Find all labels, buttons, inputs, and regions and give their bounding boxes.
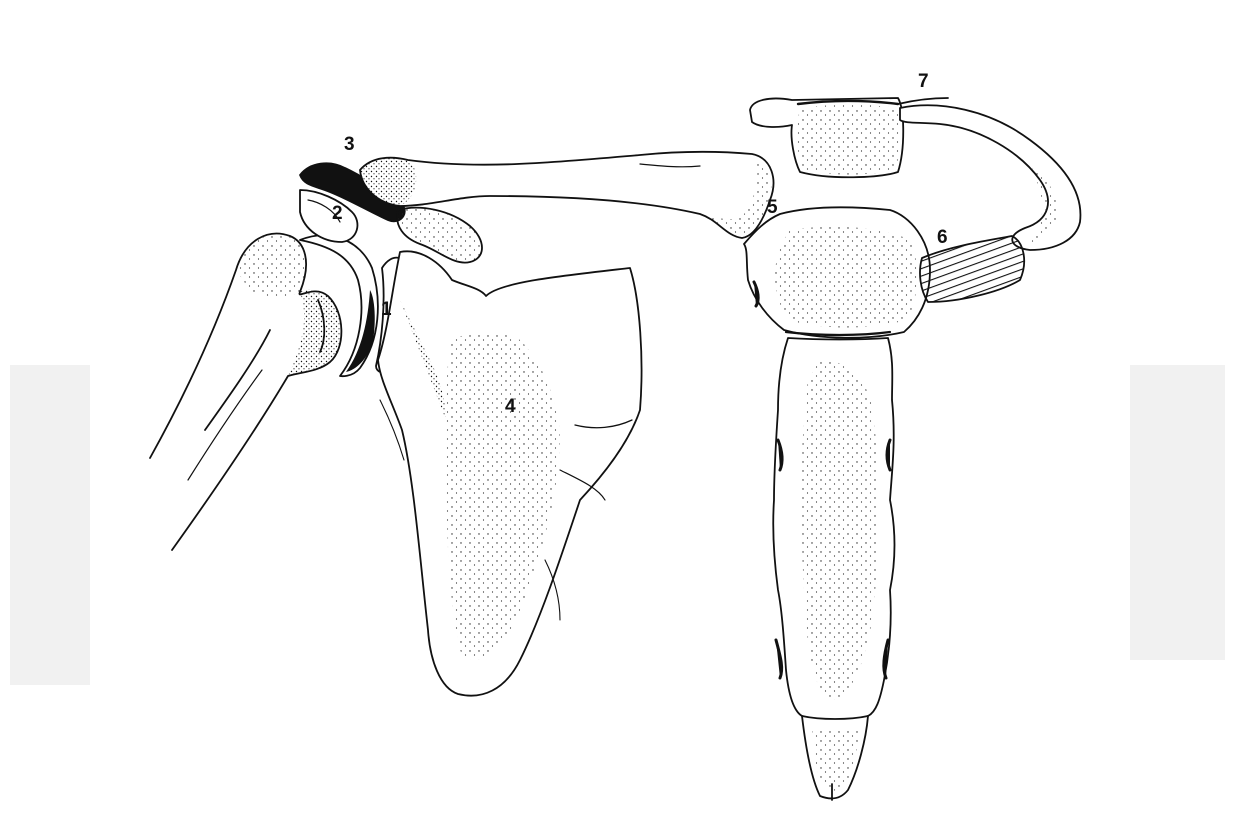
scan-shade-left [10, 365, 90, 685]
scan-shade-right [1130, 365, 1225, 660]
label-3: 3 [344, 135, 355, 154]
label-1: 1 [381, 300, 392, 319]
sternum-body [773, 332, 894, 721]
humerus [150, 234, 341, 550]
xiphoid-process [802, 716, 868, 800]
label-7: 7 [918, 72, 929, 91]
label-2: 2 [332, 204, 343, 223]
label-5: 5 [767, 198, 778, 217]
label-6: 6 [937, 228, 948, 247]
scapula [378, 251, 642, 695]
first-rib [900, 105, 1080, 250]
manubrium [744, 207, 930, 337]
label-4: 4 [505, 397, 516, 416]
costal-cartilage [920, 236, 1024, 302]
